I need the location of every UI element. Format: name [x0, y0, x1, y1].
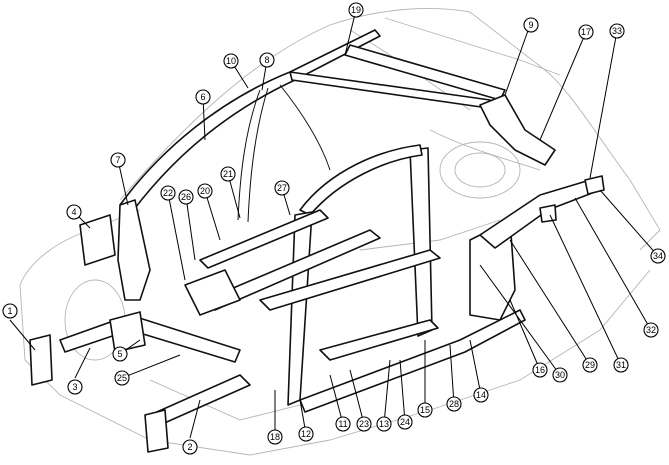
callout-22: 22 — [160, 185, 176, 201]
callout-26: 26 — [178, 189, 194, 205]
callout-21: 21 — [220, 166, 236, 182]
svg-text:15: 15 — [420, 405, 430, 415]
callout-10: 10 — [223, 53, 239, 69]
callout-16: 16 — [532, 362, 548, 378]
callout-8: 8 — [259, 52, 275, 68]
svg-text:27: 27 — [277, 183, 287, 193]
callout-9: 9 — [523, 17, 539, 33]
callout-2: 2 — [182, 439, 198, 455]
callout-34: 34 — [650, 248, 666, 264]
svg-text:4: 4 — [71, 207, 76, 217]
svg-text:26: 26 — [181, 192, 191, 202]
svg-text:34: 34 — [653, 251, 663, 261]
callout-31: 31 — [613, 357, 629, 373]
svg-text:12: 12 — [301, 429, 311, 439]
callout-6: 6 — [195, 89, 211, 105]
svg-text:13: 13 — [379, 419, 389, 429]
svg-text:10: 10 — [226, 56, 236, 66]
svg-text:28: 28 — [449, 399, 459, 409]
callout-13: 13 — [376, 416, 392, 432]
callout-19: 19 — [348, 2, 364, 18]
svg-text:17: 17 — [581, 27, 591, 37]
rear-bracket — [539, 175, 605, 223]
rear-rail — [479, 179, 601, 249]
callout-27: 27 — [274, 180, 290, 196]
callout-7: 7 — [110, 152, 126, 168]
svg-text:23: 23 — [359, 419, 369, 429]
callout-3: 3 — [67, 379, 83, 395]
svg-text:32: 32 — [646, 325, 656, 335]
callout-12: 12 — [298, 426, 314, 442]
callout-33: 33 — [609, 23, 625, 39]
svg-text:29: 29 — [585, 360, 595, 370]
a-pillar — [117, 199, 151, 301]
callout-5: 5 — [112, 346, 128, 362]
svg-text:25: 25 — [117, 373, 127, 383]
svg-text:7: 7 — [115, 155, 120, 165]
svg-text:18: 18 — [270, 432, 280, 442]
callout-28: 28 — [446, 396, 462, 412]
callout-4: 4 — [66, 204, 82, 220]
svg-text:24: 24 — [400, 417, 410, 427]
svg-text:11: 11 — [338, 419, 347, 429]
svg-text:1: 1 — [7, 306, 12, 316]
svg-text:5: 5 — [117, 349, 122, 359]
callout-18: 18 — [267, 429, 283, 445]
svg-text:20: 20 — [200, 186, 210, 196]
svg-text:19: 19 — [351, 5, 361, 15]
svg-text:31: 31 — [616, 360, 626, 370]
svg-text:8: 8 — [264, 55, 269, 65]
svg-text:9: 9 — [528, 20, 533, 30]
floor-crossmembers — [199, 209, 441, 361]
callout-23: 23 — [356, 416, 372, 432]
callout-1: 1 — [2, 303, 18, 319]
callout-20: 20 — [197, 183, 213, 199]
leader-lines — [9, 9, 659, 439]
callout-17: 17 — [578, 24, 594, 40]
callout-32: 32 — [643, 322, 659, 338]
callout-29: 29 — [582, 357, 598, 373]
svg-text:2: 2 — [187, 442, 192, 452]
roof-rails — [119, 29, 506, 223]
callout-14: 14 — [473, 387, 489, 403]
svg-text:3: 3 — [72, 382, 77, 392]
svg-text:6: 6 — [200, 92, 205, 102]
callout-30: 30 — [552, 367, 568, 383]
svg-text:14: 14 — [476, 390, 486, 400]
svg-text:30: 30 — [555, 370, 565, 380]
callout-24: 24 — [397, 414, 413, 430]
svg-text:16: 16 — [535, 365, 545, 375]
svg-text:22: 22 — [163, 188, 173, 198]
svg-text:21: 21 — [223, 169, 233, 179]
callout-15: 15 — [417, 402, 433, 418]
callout-11: 11 — [335, 416, 351, 432]
front-components — [29, 214, 241, 453]
svg-text:33: 33 — [612, 26, 622, 36]
callout-25: 25 — [114, 370, 130, 386]
callouts: 1 2 3 4 5 6 7 8 9 10 11 12 13 14 15 16 1… — [2, 2, 666, 455]
